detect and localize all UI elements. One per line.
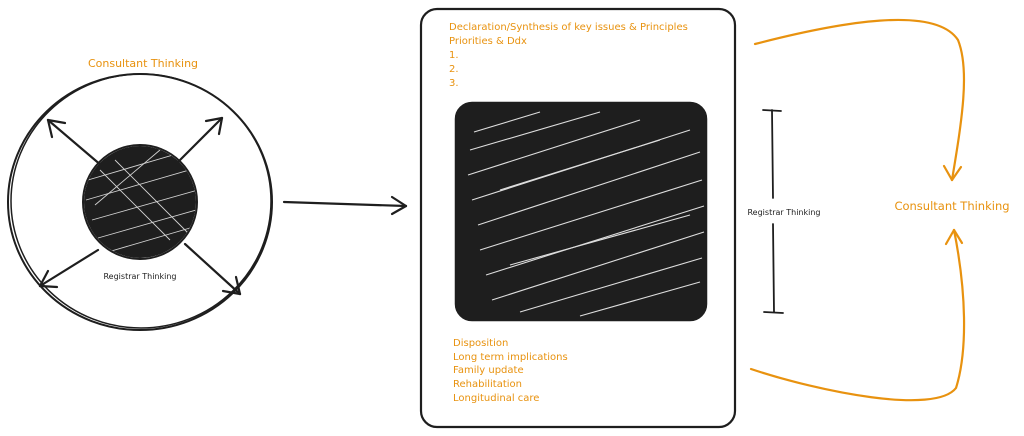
outward-arrow-top-right — [176, 116, 224, 164]
outward-arrow-bottom-right — [183, 242, 242, 296]
outward-arrow-bottom-left — [38, 248, 100, 289]
card-header-line-1: Declaration/Synthesis of key issues & Pr… — [449, 22, 688, 33]
card-header-line-4: 2. — [449, 64, 459, 75]
outward-arrow-top-left — [46, 118, 104, 168]
left-title: Consultant Thinking — [88, 57, 198, 70]
connector-arrow — [282, 195, 408, 216]
loop-arrow-bottom — [749, 228, 966, 402]
span-marker — [762, 109, 784, 314]
card-footer-line-4: Rehabilitation — [453, 379, 522, 390]
scribble-block — [454, 101, 708, 322]
card-footer-line-5: Longitudinal care — [453, 393, 539, 404]
card-footer-line-3: Family update — [453, 365, 524, 376]
core-label: Registrar Thinking — [103, 272, 176, 281]
card-header-line-3: 1. — [449, 50, 459, 61]
outer-circle — [7, 73, 273, 331]
card-footer-line-2: Long term implications — [453, 352, 568, 363]
card-footer-line-1: Disposition — [453, 338, 508, 349]
card-header-line-2: Priorities & Ddx — [449, 36, 527, 47]
registrar-core-scribble — [82, 144, 198, 260]
loop-arrow-top — [753, 18, 966, 182]
right-loop-label: Consultant Thinking — [894, 199, 1009, 213]
span-marker-label: Registrar Thinking — [747, 208, 820, 217]
synthesis-card — [419, 7, 737, 429]
card-header-line-5: 3. — [449, 78, 459, 89]
